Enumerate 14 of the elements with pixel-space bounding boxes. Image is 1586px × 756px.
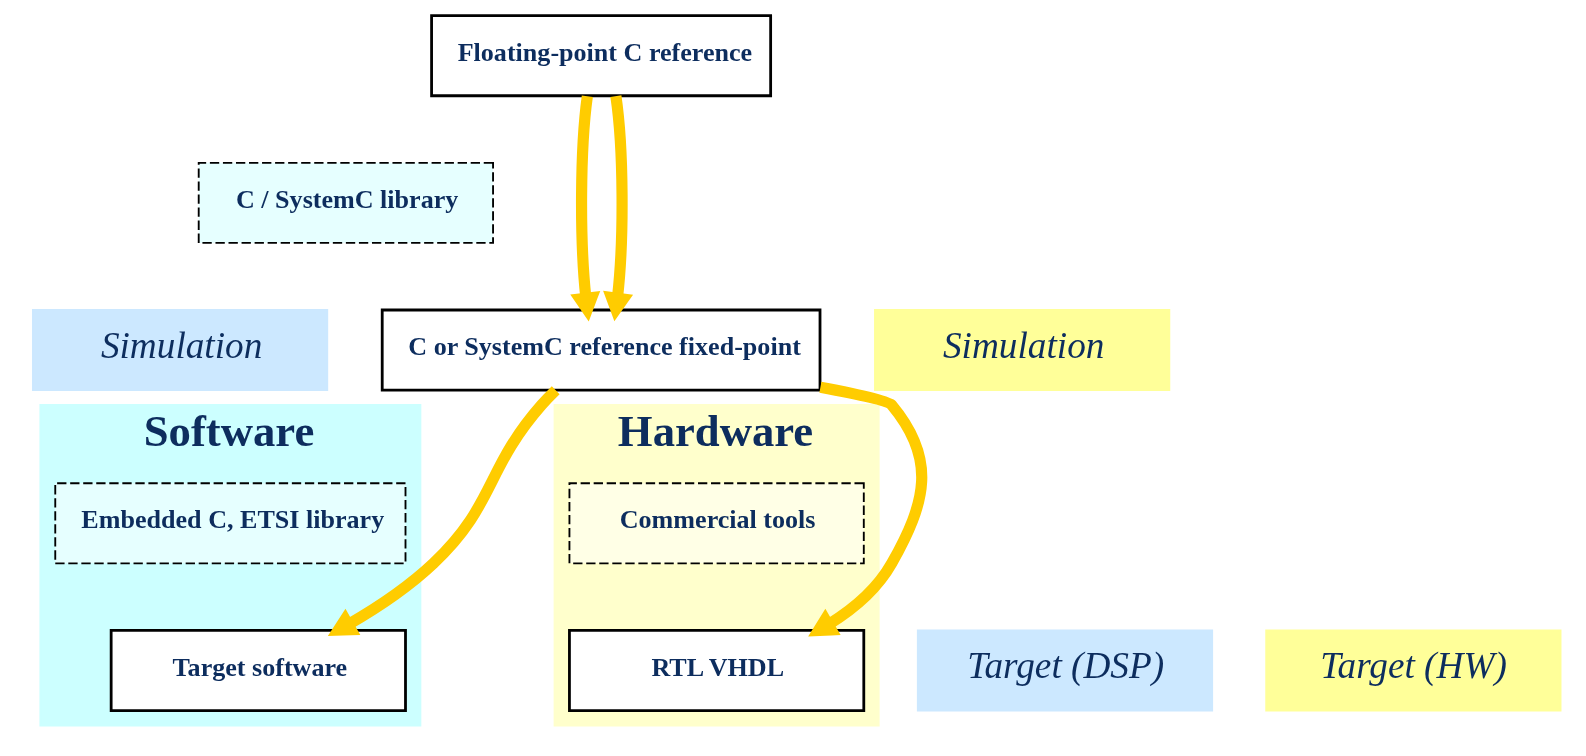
node-box: Commercial tools	[568, 482, 865, 565]
node-box: C / SystemC library	[197, 161, 494, 244]
node-box: Floating-point C reference	[430, 14, 773, 98]
node-box: RTL VHDL	[568, 629, 866, 712]
node-box: Simulation	[31, 309, 329, 392]
arrow	[570, 95, 601, 322]
arrow	[808, 381, 928, 637]
node-box: C or SystemC reference fixed-point	[380, 308, 822, 392]
arrow	[603, 95, 634, 322]
node-box: Target software	[109, 629, 407, 712]
node-box: Target (DSP)	[916, 629, 1214, 712]
node-box: Embedded C, ETSI library	[54, 482, 407, 565]
node-box: Target (HW)	[1265, 629, 1562, 712]
node-box: Simulation	[874, 309, 1171, 392]
